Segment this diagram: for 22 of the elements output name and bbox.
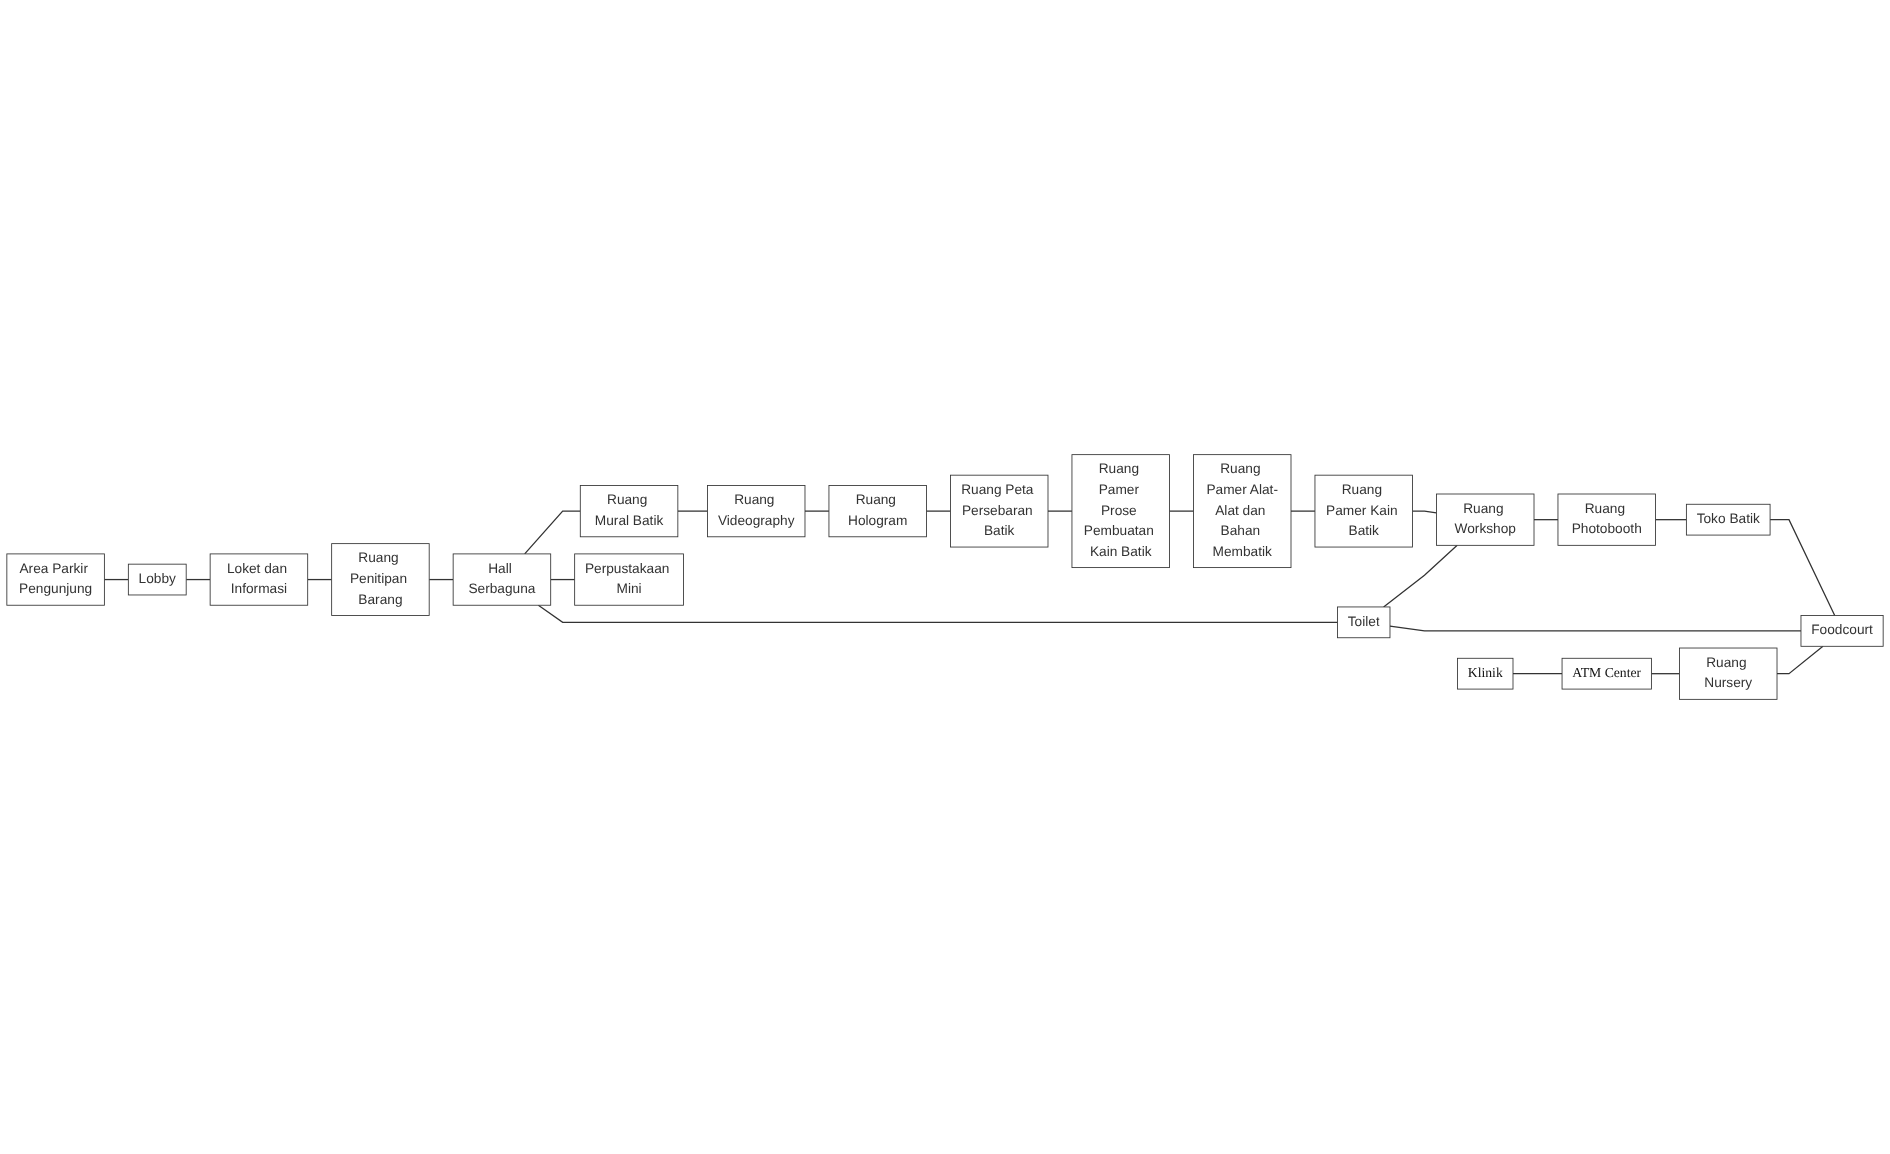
connector xyxy=(1769,519,1836,617)
connector xyxy=(1168,510,1195,512)
connector xyxy=(1382,544,1458,608)
connector xyxy=(537,604,1339,623)
connector xyxy=(103,578,129,581)
connector xyxy=(1776,645,1824,675)
connector xyxy=(1654,519,1688,521)
connector xyxy=(524,510,581,555)
connector xyxy=(1411,510,1438,514)
connector xyxy=(1650,673,1681,675)
connector xyxy=(428,578,454,581)
connector xyxy=(677,510,709,512)
connector xyxy=(925,510,952,512)
connector xyxy=(1290,510,1316,512)
connector xyxy=(1389,625,1802,632)
connector xyxy=(185,578,211,581)
connector xyxy=(307,578,333,581)
connector xyxy=(804,510,830,512)
connector xyxy=(550,578,576,581)
connector xyxy=(1533,519,1559,521)
connector xyxy=(1047,510,1073,512)
connector xyxy=(1512,673,1563,675)
